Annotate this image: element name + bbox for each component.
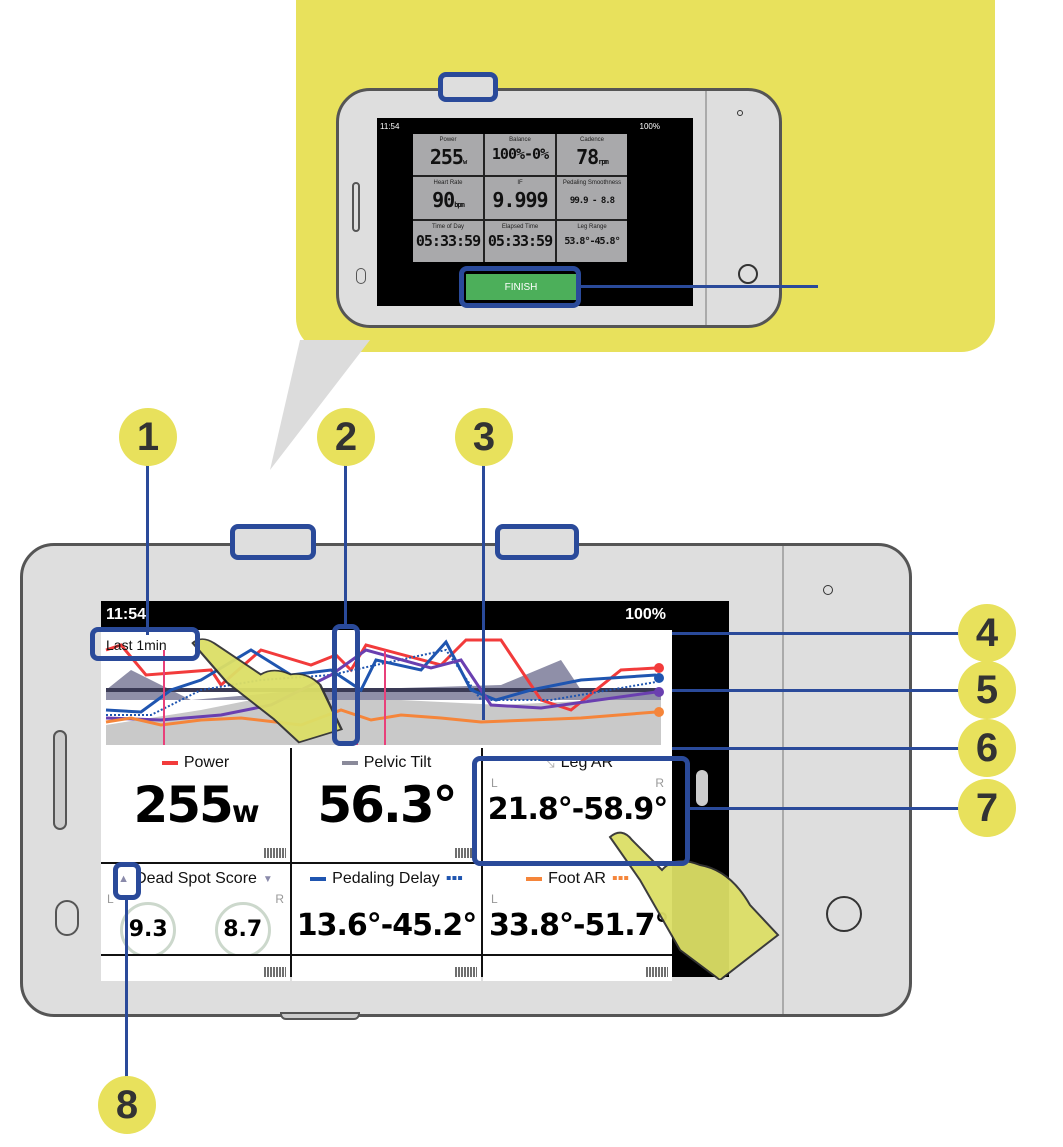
delay-r-line: [106, 648, 657, 716]
right-label: R: [655, 776, 664, 790]
button-highlight: [495, 524, 579, 560]
dropdown-icon[interactable]: ▼: [262, 873, 273, 885]
side-key[interactable]: [55, 900, 79, 936]
pelvic-legend-icon: [341, 761, 358, 765]
leader-line: [580, 285, 818, 288]
side-button[interactable]: [53, 730, 67, 830]
tile-foot-ar[interactable]: Foot AR▪▪▪ L 33.8°-51.7°: [483, 864, 672, 954]
callout-pointer: [270, 340, 370, 470]
marker-highlight: [332, 624, 360, 746]
callout-3: 3: [455, 408, 513, 466]
inset-status-bar: 11:54 100%: [380, 120, 660, 132]
right-label: R: [275, 892, 284, 906]
callout-6: 6: [958, 719, 1016, 777]
callout-7: 7: [958, 779, 1016, 837]
button-highlight: [230, 524, 316, 560]
right-score: 8.7: [214, 902, 271, 954]
phone-divider: [782, 546, 784, 1014]
leader-line: [146, 465, 149, 635]
status-time: 11:54: [106, 606, 147, 623]
finger-tap-icon: [191, 638, 344, 744]
left-label: L: [491, 776, 498, 790]
finger-tap-icon: [608, 831, 780, 980]
range-highlight: [90, 627, 200, 661]
tile-empty[interactable]: [483, 956, 672, 981]
callout-2: 2: [317, 408, 375, 466]
side-button[interactable]: [352, 182, 360, 232]
finish-highlight: [459, 266, 581, 308]
status-time: 11:54: [380, 121, 400, 131]
leader-line: [672, 689, 962, 692]
leg-ar-line: [105, 648, 657, 722]
status-bar: 11:54 100%: [106, 603, 666, 627]
home-button[interactable]: [738, 264, 758, 284]
tile-leg-ar[interactable]: ⤡Leg AR L R 21.8°-58.9°: [483, 748, 672, 862]
grid-handle-icon[interactable]: [264, 848, 286, 858]
power-legend-icon: [161, 761, 178, 765]
callout-8: 8: [98, 1076, 156, 1134]
status-battery: 100%: [625, 606, 666, 623]
left-label: L: [107, 892, 114, 906]
camera-icon: [737, 110, 743, 116]
leader-line: [344, 465, 347, 625]
foot-ar-legend-icon: [526, 877, 543, 881]
tile-highlight: [472, 756, 690, 866]
leader-line: [482, 465, 485, 720]
tile-pedaling-delay[interactable]: Pedaling Delay▪▪▪ 13.6°-45.2°: [292, 864, 481, 954]
status-battery: 100%: [639, 121, 660, 131]
side-key[interactable]: [356, 268, 366, 284]
bottom-button[interactable]: [280, 1012, 360, 1020]
finish-button[interactable]: FINISH: [466, 274, 576, 300]
leader-line: [672, 747, 962, 750]
camera-icon: [823, 585, 833, 595]
tile-empty[interactable]: [101, 956, 290, 981]
grid-handle-icon[interactable]: [455, 848, 477, 858]
foot-ar-r-legend-icon: ▪▪▪: [611, 870, 629, 887]
left-label: L: [491, 892, 498, 906]
tile-pelvic-tilt[interactable]: Pelvic Tilt 56.3°: [292, 748, 481, 862]
callout-1: 1: [119, 408, 177, 466]
icon-highlight: [113, 862, 141, 900]
home-button[interactable]: [826, 896, 862, 932]
delay-legend-icon: [310, 877, 327, 881]
callout-4: 4: [958, 604, 1016, 662]
tile-dead-spot-score[interactable]: ▲Dead Spot Score▼ L R 9.3 8.7: [101, 864, 290, 954]
scrollbar[interactable]: [696, 770, 708, 806]
top-button-highlight: [438, 72, 498, 102]
dead-spot-legend-icon: ▲: [118, 873, 130, 885]
delay-line: [105, 639, 657, 714]
leader-line: [125, 898, 128, 1078]
delay-r-legend-icon: ▪▪▪: [445, 870, 463, 887]
tile-empty[interactable]: [292, 956, 481, 981]
callout-5: 5: [958, 661, 1016, 719]
phone-divider: [705, 91, 707, 325]
left-score: 9.3: [120, 902, 177, 954]
leader-line: [672, 632, 962, 635]
tile-power[interactable]: Power 255w: [101, 748, 290, 862]
chart-range-label[interactable]: Last 1min: [106, 637, 167, 653]
leader-line: [690, 807, 962, 810]
